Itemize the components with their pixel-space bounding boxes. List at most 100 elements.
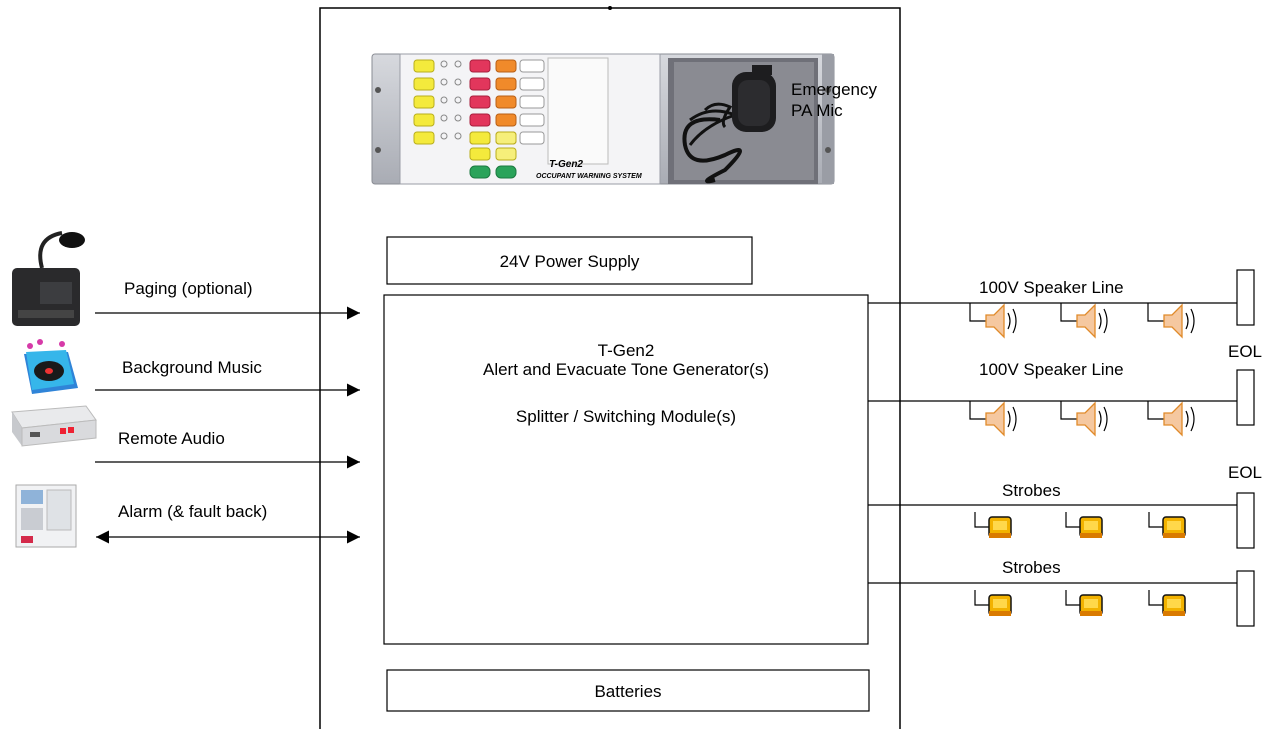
panel-button-yellow [413,95,435,109]
eol-label-2: EOL [1228,463,1263,482]
speaker-drop-line [969,401,986,420]
speaker-wave [1098,410,1102,428]
strobe-base [989,611,1011,616]
panel-button-red [469,113,491,127]
strobe-drop-line [974,590,989,606]
panel-button-yellow [469,131,491,145]
device-subtitle-label: OCCUPANT WARNING SYSTEM [536,173,642,180]
speaker-wave [1190,406,1195,432]
panel-led [440,114,448,122]
strobe-drop-line [1148,512,1163,528]
panel-button-yellow [469,147,491,161]
panel-button-yellow [413,77,435,91]
panel-button-orange [495,77,517,91]
strobe-base [1080,533,1102,538]
speaker-icon [985,401,1005,437]
alarm-label: Alarm (& fault back) [118,502,268,521]
speaker-line-1-label: 100V Speaker Line [979,278,1124,297]
speaker-wave [1103,308,1108,334]
t-gen2-rack-unit-image [371,53,835,185]
strobe-base [1080,611,1102,616]
tone-generator-box [383,294,869,645]
strobes-2-label: Strobes [1002,558,1061,577]
power-supply-label: 24V Power Supply [499,252,640,271]
panel-led [454,60,462,68]
speaker-icon [1163,303,1183,339]
panel-led [454,114,462,122]
panel-button-white [519,77,545,91]
panel-led [440,60,448,68]
strobe-lens [1084,599,1098,608]
speaker-wave [1190,308,1195,334]
speaker-wave [1012,308,1017,334]
panel-button-yellow [413,113,435,127]
speaker-wave [1007,312,1011,330]
main-box-line3: Splitter / Switching Module(s) [515,407,737,426]
panel-button-white [519,95,545,109]
panel-button-white [519,131,545,145]
panel-button-yellow [413,59,435,73]
speaker-drop-line [1060,401,1077,420]
panel-button-green [495,165,517,179]
eol-resistor-2 [1236,369,1255,426]
eol-resistor-3 [1236,492,1255,549]
remote-audio-device-icon [11,405,97,447]
remote-audio-label: Remote Audio [118,429,225,448]
panel-button-orange [495,59,517,73]
speaker-drop-line [1147,303,1164,322]
background-music-icon [24,339,78,394]
emergency-mic-label-line2: PA Mic [791,101,843,120]
speaker-drop-line [1060,303,1077,322]
emergency-mic-icon [682,65,776,184]
eol-resistor-4 [1236,570,1255,627]
speaker-wave [1185,410,1189,428]
strobes-1-label: Strobes [1002,481,1061,500]
panel-button-yellow [495,131,517,145]
strobe-lens [993,521,1007,530]
panel-button-white [519,113,545,127]
background-music-label: Background Music [122,358,262,377]
speaker-icon [985,303,1005,339]
eol-resistor-1 [1236,269,1255,326]
speaker-line-2-label: 100V Speaker Line [979,360,1124,379]
panel-button-yellow [495,147,517,161]
speaker-wave [1007,410,1011,428]
device-model-label: T-Gen2 [549,159,583,170]
main-box-title: T-Gen2 [597,341,655,360]
strobe-lens [1167,521,1181,530]
panel-led [440,132,448,140]
panel-button-green [469,165,491,179]
eol-label-1: EOL [1228,342,1263,361]
batteries-label: Batteries [594,682,662,701]
batteries-box [386,669,870,712]
speaker-drop-line [1147,401,1164,420]
cabinet-marker [608,6,612,10]
strobe-drop-line [1065,512,1080,528]
strobe-drop-line [1065,590,1080,606]
panel-button-white [519,59,545,73]
fire-alarm-panel-icon [15,484,77,548]
strobe-drop-line [1148,590,1163,606]
strobe-lens [993,599,1007,608]
panel-led [454,96,462,104]
speaker-icon [1076,401,1096,437]
strobe-base [1163,533,1185,538]
panel-button-orange [495,113,517,127]
main-box-line2: Alert and Evacuate Tone Generator(s) [482,360,769,379]
panel-button-orange [495,95,517,109]
strobe-base [989,533,1011,538]
speaker-drop-line [969,303,986,322]
panel-led [454,78,462,86]
panel-button-yellow [413,131,435,145]
panel-led [440,96,448,104]
speaker-wave [1098,312,1102,330]
power-supply-box [386,236,753,285]
strobe-base [1163,611,1185,616]
speaker-icon [1076,303,1096,339]
paging-microphone-icon [12,231,85,326]
panel-led [440,78,448,86]
paging-label: Paging (optional) [124,279,253,298]
panel-button-red [469,59,491,73]
